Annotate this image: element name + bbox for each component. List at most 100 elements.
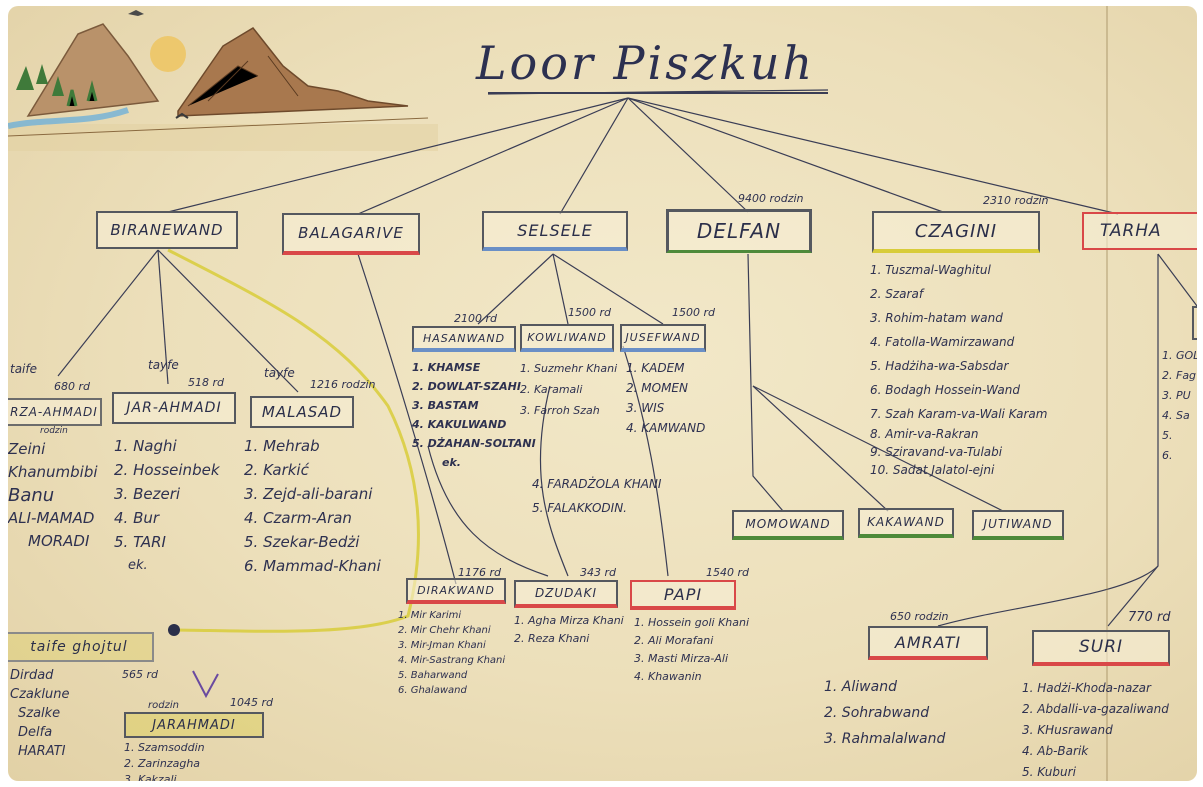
sub-box-taife-ghojtul: taife ghojtul <box>8 632 154 662</box>
list-item: 5. DŻAHAN-SOLTANI <box>412 437 536 450</box>
list-item: ek. <box>442 456 461 469</box>
sub-box-amrati: AMRATI <box>868 626 988 660</box>
kowliwand-list: 1. Suzmehr Khani 2. Karamali 3. Farroh S… <box>520 358 617 421</box>
list-item: 3. BASTAM <box>412 399 479 412</box>
sub-box-malasad: MALASAD <box>250 396 354 428</box>
tree-connector-lines <box>57 89 1197 699</box>
jusefwand-list: 1. KADEM 2. MOMEN 3. WIS 4. KAMWAND <box>626 358 705 438</box>
dzudaki-count: 343 rd <box>580 566 616 579</box>
list-item: 2. Sohrabwand <box>824 705 930 721</box>
malasad-list: 1. Mehrab 2. Karkić 3. Zejd-ali-barani 4… <box>244 434 381 578</box>
sub-box-jar-ahmadi: JAR-AHMADI <box>112 392 236 424</box>
list-item: 4. Bur <box>114 509 160 527</box>
list-item: 1. Tuszmal-Waghitul <box>870 263 991 277</box>
list-item: 10. Sadat Jalatol-ejni <box>870 463 995 477</box>
list-item: 4. KAKULWAND <box>412 418 507 431</box>
list-item: 1. Mir Karimi <box>398 610 462 621</box>
list-item: 2. Karamali <box>520 383 583 396</box>
list-item: 6. Bodagh Hossein-Wand <box>870 383 1020 397</box>
title-underline <box>488 92 828 94</box>
list-item: 4. Fatolla-Wamirzawand <box>870 335 1015 349</box>
list-item: 1. Aliwand <box>824 679 897 695</box>
list-item: 2. Zarinzagha <box>124 757 201 770</box>
delfan-count: 9400 rodzin <box>738 192 804 205</box>
list-item: 5. Baharwand <box>398 670 468 681</box>
malasad-taife: tayfe <box>264 366 295 380</box>
list-item: 2. DOWLAT-SZAHI <box>412 380 521 393</box>
jar-ahmadi-taife: tayfe <box>148 358 179 372</box>
list-item: 1. Szamsoddin <box>124 741 205 754</box>
list-item: 3. Mir-Jman Khani <box>398 640 486 651</box>
page-title: Loor Piszkuh <box>476 36 816 90</box>
list-item: 3. Bezeri <box>114 485 181 503</box>
kowliwand-count: 1500 rd <box>568 306 611 319</box>
list-item: 5. FALAKKODIN. <box>532 501 627 515</box>
list-item: Szalke <box>18 706 61 721</box>
list-item: 6. <box>1162 449 1173 462</box>
papi-list: 1. Hossein goli Khani 2. Ali Morafani 3.… <box>634 614 749 686</box>
sub-box-papi: PAPI <box>630 580 736 610</box>
sub-box-hasanwand: HASANWAND <box>412 326 516 352</box>
list-item: 6. Mammad-Khani <box>244 557 381 575</box>
jarahmadi-taife: rodzin <box>148 700 179 711</box>
jusefwand-count: 1500 rd <box>672 306 715 319</box>
list-item: 5. Kuburi <box>1022 765 1076 779</box>
list-item: MORADI <box>28 532 90 550</box>
sub-box-suri: SURI <box>1032 630 1170 666</box>
dirakwand-count: 1176 rd <box>458 566 501 579</box>
list-item: 4. Mir-Sastrang Khani <box>398 655 506 666</box>
list-item: 1. Hossein goli Khani <box>634 616 750 629</box>
rza-ahmadi-sub: rodzin <box>40 426 68 436</box>
jar-ahmadi-count: 518 rd <box>188 376 224 389</box>
amrati-list: 1. Aliwand 2. Sohrabwand 3. Rahmalalwand <box>824 674 945 752</box>
list-item: 1. Agha Mirza Khani <box>514 614 624 627</box>
list-item: ALI-MAMAD <box>8 509 95 527</box>
papi-count: 1540 rd <box>706 566 749 579</box>
malasad-count: 1216 rodzin <box>310 378 376 391</box>
suri-list: 1. Hadżi-Khoda-nazar 2. Abdalli-va-gazal… <box>1022 678 1169 781</box>
tribe-box-tarha: TARHA <box>1082 212 1197 250</box>
sub-box-dzudaki: DZUDAKI <box>514 580 618 608</box>
list-item: 1. Suzmehr Khani <box>520 362 618 375</box>
selsele-extra-list: 4. FARADŻOLA KHANI 5. FALAKKODIN. <box>532 472 661 520</box>
list-item: 1. Naghi <box>114 437 177 455</box>
tribe-box-delfan: DELFAN <box>666 209 812 253</box>
list-item: 2. Mir Chehr Khani <box>398 625 491 636</box>
tribe-box-biranewand: BIRANEWAND <box>96 211 238 249</box>
czagini-count: 2310 rodzin <box>983 194 1049 207</box>
list-item: 8. Amir-va-Rakran <box>870 427 979 441</box>
sub-box-jusefwand: JUSEFWAND <box>620 324 706 352</box>
list-item: 4. Khawanin <box>634 670 702 683</box>
list-item: 5. Hadżiha-wa-Sabsdar <box>870 359 1009 373</box>
sub-box-rza-ahmadi: RZA-AHMADI <box>8 398 102 426</box>
jarahmadi-list: 1. Szamsoddin 2. Zarinzagha 3. Kakzali <box>124 740 205 781</box>
list-item: Delfa <box>18 725 53 740</box>
list-item: 2. Szaraf <box>870 287 924 301</box>
list-item: 1. Mehrab <box>244 437 320 455</box>
tarha-list: 1. GOL 2. Fag 3. PU 4. Sa 5. 6. <box>1162 346 1197 466</box>
dirakwand-list: 1. Mir Karimi 2. Mir Chehr Khani 3. Mir-… <box>398 608 505 698</box>
ghojtul-list: Dirdad Czaklune Szalke Delfa HARATI <box>10 666 69 761</box>
list-item: 5. TARI <box>114 533 166 551</box>
list-item: Zeini <box>8 440 46 458</box>
list-item: 2. Fag <box>1162 369 1197 382</box>
tribe-box-czagini: CZAGINI <box>872 211 1040 253</box>
list-item: 2. Reza Khani <box>514 632 590 645</box>
list-item: 5. Szekar-Bedżi <box>244 533 360 551</box>
tarha-sub-box-edge <box>1192 306 1197 340</box>
list-item: 4. KAMWAND <box>626 421 706 435</box>
list-item: 2. Abdalli-va-gazaliwand <box>1022 702 1169 716</box>
list-item: 4. Sa <box>1162 409 1190 422</box>
sub-box-momowand: MOMOWAND <box>732 510 844 540</box>
hasanwand-list: 1. KHAMSE 2. DOWLAT-SZAHI 3. BASTAM 4. K… <box>412 358 536 472</box>
list-item: 1. Hadżi-Khoda-nazar <box>1022 681 1151 695</box>
list-item: 2. MOMEN <box>626 381 688 395</box>
list-item: 2. Ali Morafani <box>634 634 714 647</box>
list-item: 1. KADEM <box>626 361 685 375</box>
rza-ahmadi-count: 680 rd <box>54 380 90 393</box>
ghojtul-count: 565 rd <box>122 668 158 681</box>
list-item: Khanumbibi <box>8 463 98 481</box>
list-item: 1. GOL <box>1162 349 1197 362</box>
dzudaki-list: 1. Agha Mirza Khani 2. Reza Khani <box>514 612 624 648</box>
list-item: Dirdad <box>10 668 54 683</box>
